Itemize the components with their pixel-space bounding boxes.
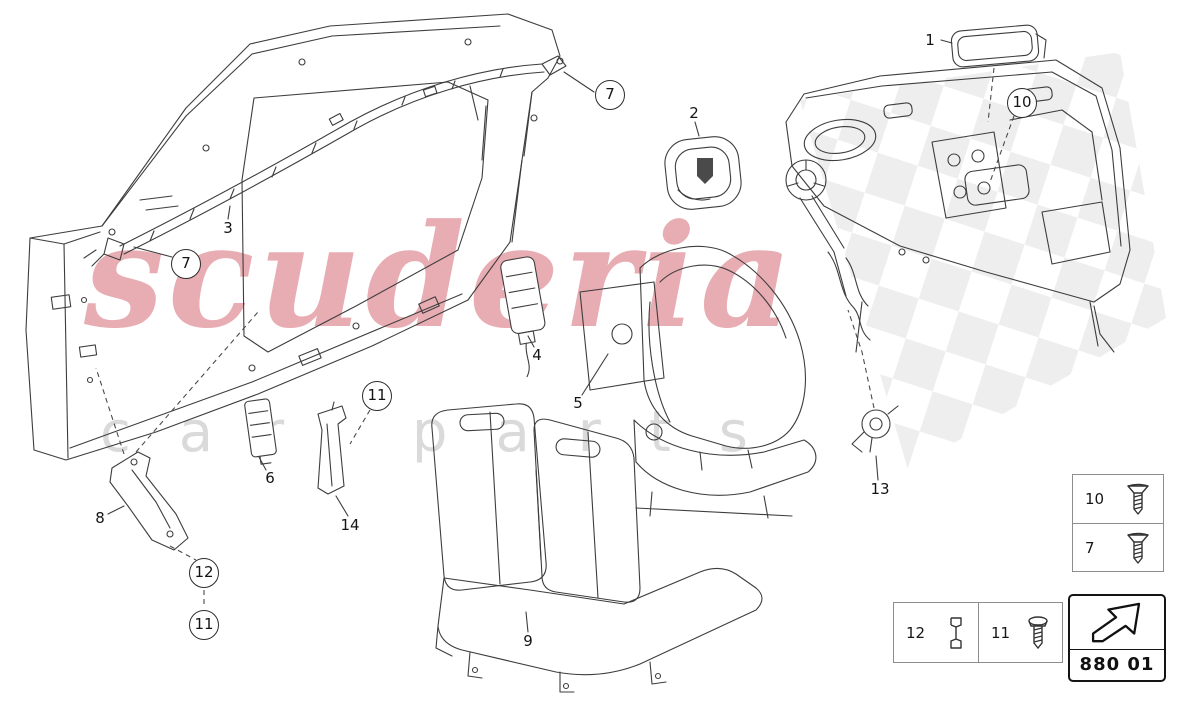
leader-lines [107, 39, 953, 633]
crash-sensor-drawing [851, 405, 899, 453]
front-seat-drawing [633, 245, 817, 519]
direction-arrow-icon [1070, 596, 1164, 650]
passenger-airbag-module-drawing [950, 24, 1047, 68]
circled-callout-11: 11 [362, 381, 392, 411]
countersunk-screw-icon [1125, 482, 1151, 516]
callout-14: 14 [340, 516, 360, 534]
body-side-frame-drawing [25, 13, 561, 461]
callout-5: 5 [573, 394, 583, 412]
hardware-number: 10 [1085, 490, 1105, 508]
part-group-code: 880 01 [1079, 654, 1155, 675]
callout-1: 1 [925, 31, 935, 49]
hardware-item-10: 10 [1073, 475, 1163, 523]
dashed-leader-lines [95, 67, 1015, 608]
circled-callout-11: 11 [189, 610, 219, 640]
hardware-number: 7 [1085, 538, 1095, 557]
countersunk-screw-icon [1125, 531, 1151, 565]
part-group-box: 880 01 [1068, 594, 1166, 682]
hardware-legend-right: 10 7 [1072, 474, 1164, 572]
hardware-item-11: 11 [978, 603, 1062, 662]
callout-13: 13 [870, 480, 890, 498]
callout-8: 8 [95, 509, 105, 527]
hardware-item-12: 12 [894, 603, 978, 662]
callout-9: 9 [523, 632, 533, 650]
circled-callout-7: 7 [595, 80, 625, 110]
hardware-number: 11 [991, 623, 1011, 642]
brand-shield-emblem [697, 158, 713, 184]
spring-clip-icon [946, 616, 966, 650]
circled-callout-10: 10 [1007, 88, 1037, 118]
hardware-item-7: 7 [1073, 523, 1163, 571]
callout-6: 6 [265, 469, 275, 487]
side-airbag-module-drawing [500, 256, 546, 378]
callout-3: 3 [223, 219, 233, 237]
callout-4: 4 [532, 346, 542, 364]
hardware-legend-bottom: 12 11 [893, 602, 1063, 663]
checkered-flag-backdrop [800, 52, 1166, 470]
circled-callout-7: 7 [171, 249, 201, 279]
hardware-number: 12 [906, 623, 926, 642]
curtain-airbag-drawing [83, 55, 567, 267]
support-bracket-drawing [109, 451, 189, 551]
mounting-bracket-drawing [317, 401, 347, 495]
seat-side-panel-drawing [579, 281, 665, 391]
driver-airbag-drawing [664, 136, 742, 210]
rear-bench-seat-drawing [431, 403, 763, 693]
pan-head-screw-icon [1026, 615, 1050, 650]
circled-callout-12: 12 [189, 558, 219, 588]
callout-2: 2 [689, 104, 699, 122]
